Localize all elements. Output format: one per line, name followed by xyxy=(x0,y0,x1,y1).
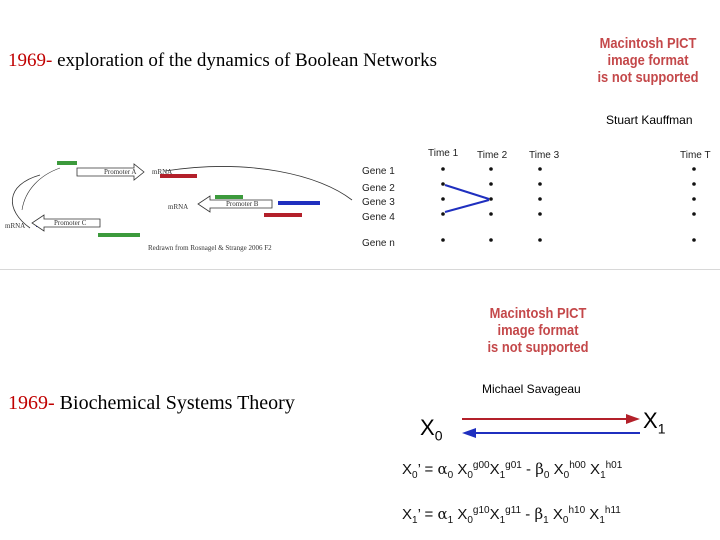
node-tt-g3 xyxy=(692,197,696,201)
node-t3-g2 xyxy=(538,182,542,186)
promoter-c-arrow xyxy=(31,214,101,232)
mrna-label-1: mRNA xyxy=(152,168,173,176)
time-label-t: Time T xyxy=(680,150,711,161)
pict-line-3: is not supported xyxy=(487,339,589,356)
gene-bar-red-2 xyxy=(264,213,302,217)
node-tt-g4 xyxy=(692,212,696,216)
node-t1-g3 xyxy=(441,197,445,201)
node-t3-gn xyxy=(538,238,542,242)
node-t1-g2 xyxy=(441,182,445,186)
time-label-3: Time 3 xyxy=(529,150,560,161)
node-t3-g3 xyxy=(538,197,542,201)
node-t2-g4 xyxy=(489,212,493,216)
mrna-label-2: mRNA xyxy=(168,203,189,211)
regulation-curve-left xyxy=(12,174,41,229)
promoter-c-label: Promoter C xyxy=(54,219,87,227)
time-label-2: Time 2 xyxy=(477,150,508,161)
gene-label-n: Gene n xyxy=(362,238,395,249)
node-t1-gn xyxy=(441,238,445,242)
x1-label: X1 xyxy=(643,408,666,437)
node-t1-g4 xyxy=(441,212,445,216)
x0-label: X0 xyxy=(420,415,443,444)
gene-label-4: Gene 4 xyxy=(362,212,395,223)
kauffman-title: 1969- exploration of the dynamics of Boo… xyxy=(8,50,437,72)
node-tt-gn xyxy=(692,238,696,242)
gene-label-1: Gene 1 xyxy=(362,166,395,177)
forward-arrow-head xyxy=(626,414,640,424)
promoter-b-label: Promoter B xyxy=(226,200,259,208)
savageau-year: 1969- xyxy=(8,392,55,414)
pict-line-2: image format xyxy=(607,52,689,69)
node-t3-g1 xyxy=(538,167,542,171)
pict-line-1: Macintosh PICT xyxy=(489,305,587,322)
node-t2-gn xyxy=(489,238,493,242)
gene-bar-green-2 xyxy=(215,195,243,199)
network-edge-2 xyxy=(444,199,490,213)
gene-label-2: Gene 2 xyxy=(362,183,395,194)
regulation-curve-right xyxy=(164,166,353,201)
savageau-title: 1969- Biochemical Systems Theory xyxy=(8,392,295,415)
node-t1-g1 xyxy=(441,167,445,171)
node-t2-g1 xyxy=(489,167,493,171)
operon-citation: Redrawn from Rosnagel & Strange 2006 F2 xyxy=(148,244,272,252)
pict-line-2: image format xyxy=(497,322,579,339)
time-label-1: Time 1 xyxy=(428,148,459,159)
gene-bar-red-1 xyxy=(160,174,197,178)
equation-x0: X0’ = α0 X0g00X1g01 - β0 X0h00 X1h01 xyxy=(402,460,623,481)
gene-bar-green-1 xyxy=(57,161,77,165)
node-tt-g1 xyxy=(692,167,696,171)
node-t2-g2 xyxy=(489,182,493,186)
kauffman-title-text: exploration of the dynamics of Boolean N… xyxy=(52,50,437,71)
pict-placeholder-top: Macintosh PICT image format is not suppo… xyxy=(596,35,699,86)
savageau-title-text: Biochemical Systems Theory xyxy=(54,392,295,414)
pict-line-3: is not supported xyxy=(597,69,699,86)
node-tt-g2 xyxy=(692,182,696,186)
pict-line-1: Macintosh PICT xyxy=(599,35,697,52)
gene-bar-green-3 xyxy=(98,233,140,237)
gene-bar-blue-1 xyxy=(278,201,320,205)
savageau-author: Michael Savageau xyxy=(482,382,581,396)
regulation-curve-inner xyxy=(21,167,61,211)
promoter-a-arrow xyxy=(76,163,145,181)
mrna-label-3: mRNA xyxy=(5,222,26,230)
pict-placeholder-bottom: Macintosh PICT image format is not suppo… xyxy=(486,305,589,356)
network-edge-1 xyxy=(444,184,490,200)
section-divider xyxy=(0,269,720,270)
kauffman-year: 1969- xyxy=(8,50,53,71)
kauffman-author: Stuart Kauffman xyxy=(606,113,693,127)
promoter-b-arrow xyxy=(197,195,273,213)
reverse-arrow-head xyxy=(462,428,476,438)
promoter-a-label: Promoter A xyxy=(104,168,137,176)
node-t3-g4 xyxy=(538,212,542,216)
node-t2-g3 xyxy=(489,197,493,201)
equation-x1: X1’ = α1 X0g10X1g11 - β1 X0h10 X1h11 xyxy=(402,505,621,526)
gene-label-3: Gene 3 xyxy=(362,197,395,208)
